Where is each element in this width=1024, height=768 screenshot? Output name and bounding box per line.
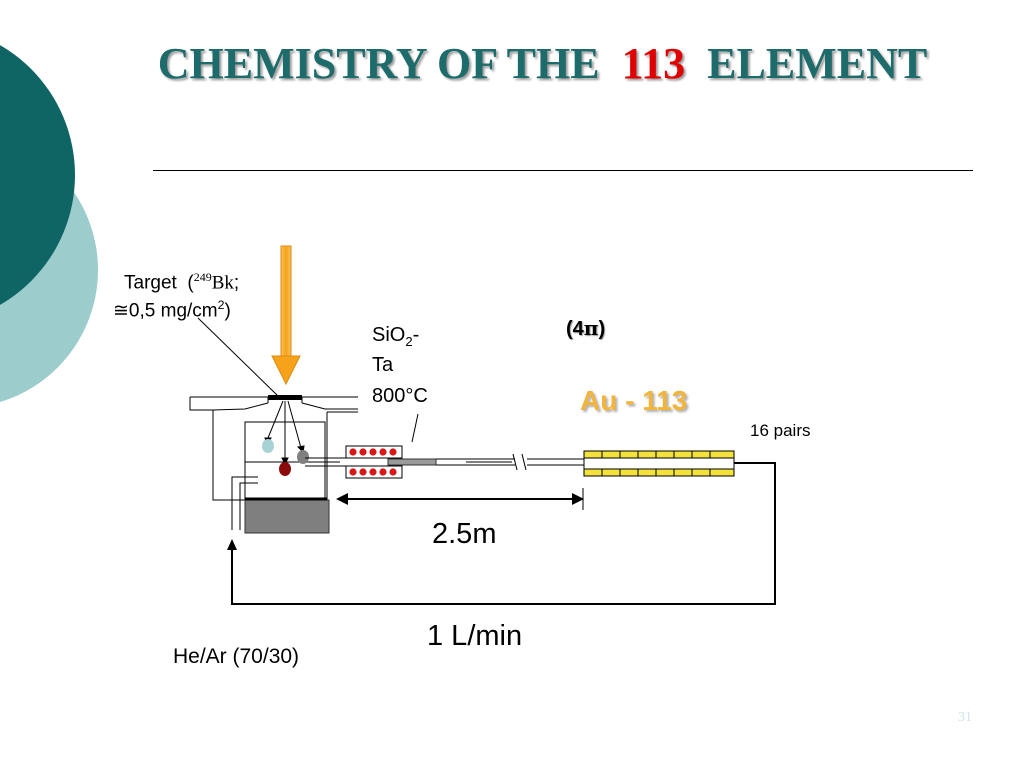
title-divider <box>153 170 973 171</box>
title-element-number: 113 <box>621 39 686 88</box>
ta-label: Ta <box>372 354 394 376</box>
sio2-pointer-line <box>411 413 419 443</box>
oven-material-label: SiO2- <box>372 324 420 349</box>
target-label: Target (249Bk; <box>124 270 240 294</box>
light-product-dot <box>262 439 274 453</box>
pairs-label: 16 pairs <box>750 421 811 440</box>
solid-angle-label: (4π) <box>566 316 606 340</box>
isotope-symbol: Bk <box>211 272 234 294</box>
transport-capillary <box>436 453 584 471</box>
target-foil <box>268 395 302 400</box>
distance-label: 2.5m <box>432 518 497 550</box>
detector-array <box>583 450 735 477</box>
slide-number: 31 <box>958 710 972 725</box>
slide-title: CHEMISTRY OF THE 113 ELEMENT <box>0 38 1024 89</box>
distance-dimension <box>336 488 584 510</box>
temperature-label: 800°C <box>372 385 428 407</box>
decorative-circles <box>0 45 98 403</box>
target-chamber <box>189 396 358 503</box>
thermalizer-block <box>244 499 330 534</box>
gas-return-line <box>231 462 776 605</box>
quartz-oven <box>345 445 403 479</box>
isotope-mass: 249 <box>193 270 212 284</box>
detector-label: Au - 113 <box>580 385 688 416</box>
gas-mixture-label: He/Ar (70/30) <box>173 645 300 668</box>
flow-rate-label: 1 L/min <box>427 620 523 652</box>
dark-teal-circle <box>0 45 75 305</box>
ta-wool <box>387 458 437 466</box>
beam-arrow <box>271 245 301 386</box>
title-text-start: CHEMISTRY OF THE <box>157 39 600 88</box>
target-pointer-line <box>197 317 279 397</box>
target-thickness-label: ≅0,5 mg/cm2) <box>113 298 231 322</box>
red-product-dot <box>279 462 291 476</box>
gas-inlet-inner <box>239 482 258 530</box>
gray-product-dot <box>297 450 309 464</box>
gas-return-arrowhead <box>227 539 237 550</box>
gas-inlet-outer <box>231 476 258 530</box>
title-text-end: ELEMENT <box>707 39 928 88</box>
